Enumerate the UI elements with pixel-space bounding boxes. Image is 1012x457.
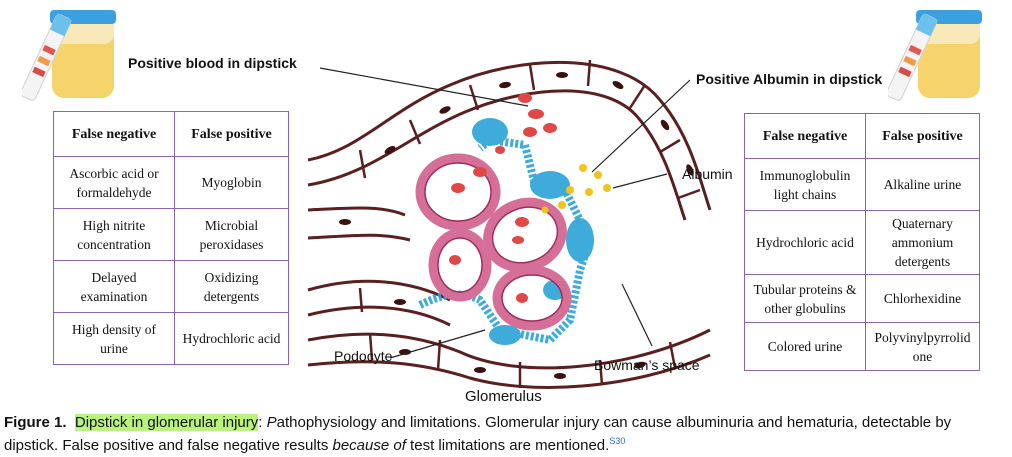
albumin-particles [541,164,611,214]
caption-text: athophysiology and limitations. Glomerul… [4,414,952,454]
table-cell: High density of urine [53,312,175,365]
caption-italic: because of [332,437,406,454]
capillary-loops [415,153,572,331]
table-cell: Myoglobin [174,156,289,209]
table-cell: Quaternary ammonium detergents [865,210,980,275]
bowmans-capsule-upper [307,60,712,242]
table-row: High density of urine Hydrochloric acid [53,312,289,365]
table-header: False positive [174,111,289,157]
table-cell: Hydrochloric acid [174,312,289,365]
table-cell: Oxidizing detergents [174,260,289,313]
label-podocyte: Podocyte [334,348,393,364]
pointer-lines [319,67,691,359]
table-cell: Alkaline urine [865,158,980,211]
table-row: Colored urine Polyvinylpyrrolid one [744,322,980,371]
label-positive-blood: Positive blood in dipstick [128,55,297,71]
caption-text: : [258,414,267,431]
table-cell: Delayed examination [53,260,175,313]
table-row: Delayed examination Oxidizing detergents [53,260,289,313]
blood-dipstick-table: False negative False positive Ascorbic a… [53,111,289,365]
table-cell: Ascorbic acid or formaldehyde [53,156,175,209]
urine-dipstick-icon-right [888,10,982,101]
table-cell: Hydrochloric acid [744,210,866,275]
table-cell: Microbial peroxidases [174,208,289,261]
table-row: Immunoglobulin light chains Alkaline uri… [744,158,980,211]
label-glomerulus: Glomerulus [465,388,542,405]
table-cell: High nitrite concentration [53,208,175,261]
table-header: False positive [865,113,980,159]
table-cell: Tubular proteins & other globulins [744,274,866,323]
glomerulus-illustration [307,59,712,389]
table-row: Hydrochloric acid Quaternary ammonium de… [744,210,980,275]
label-albumin: Albumin [682,166,733,182]
caption-text: test limitations are mentioned. [405,437,610,454]
table-row: Ascorbic acid or formaldehyde Myoglobin [53,156,289,209]
table-row: Tubular proteins & other globulins Chlor… [744,274,980,323]
table-header: False negative [744,113,866,159]
lower-wall-dividers [358,287,677,388]
urine-dipstick-icon-left [22,10,116,101]
capsule-nuclei [339,72,694,225]
caption-italic: P [266,414,277,431]
figure-caption: Figure 1. Dipstick in glomerular injury:… [4,413,1008,455]
table-header: False negative [53,111,175,157]
table-cell: Colored urine [744,322,866,371]
capsule-cell-dividers [358,59,701,200]
caption-figure-label: Figure 1. [4,414,67,431]
table-cell: Immunoglobulin light chains [744,158,866,211]
caption-reference[interactable]: S30 [609,436,626,446]
table-cell: Polyvinylpyrrolid one [865,322,980,371]
table-row: High nitrite concentration Microbial per… [53,208,289,261]
albumin-dipstick-table: False negative False positive Immunoglob… [744,113,980,371]
label-bowmans-space: Bowman’s space [594,357,700,373]
table-cell: Chlorhexidine [865,274,980,323]
label-positive-albumin: Positive Albumin in dipstick [696,71,883,87]
bowmans-capsule-lower [307,279,711,389]
caption-highlight: Dipstick in glomerular injury [74,414,259,431]
red-blood-cells [449,93,557,303]
